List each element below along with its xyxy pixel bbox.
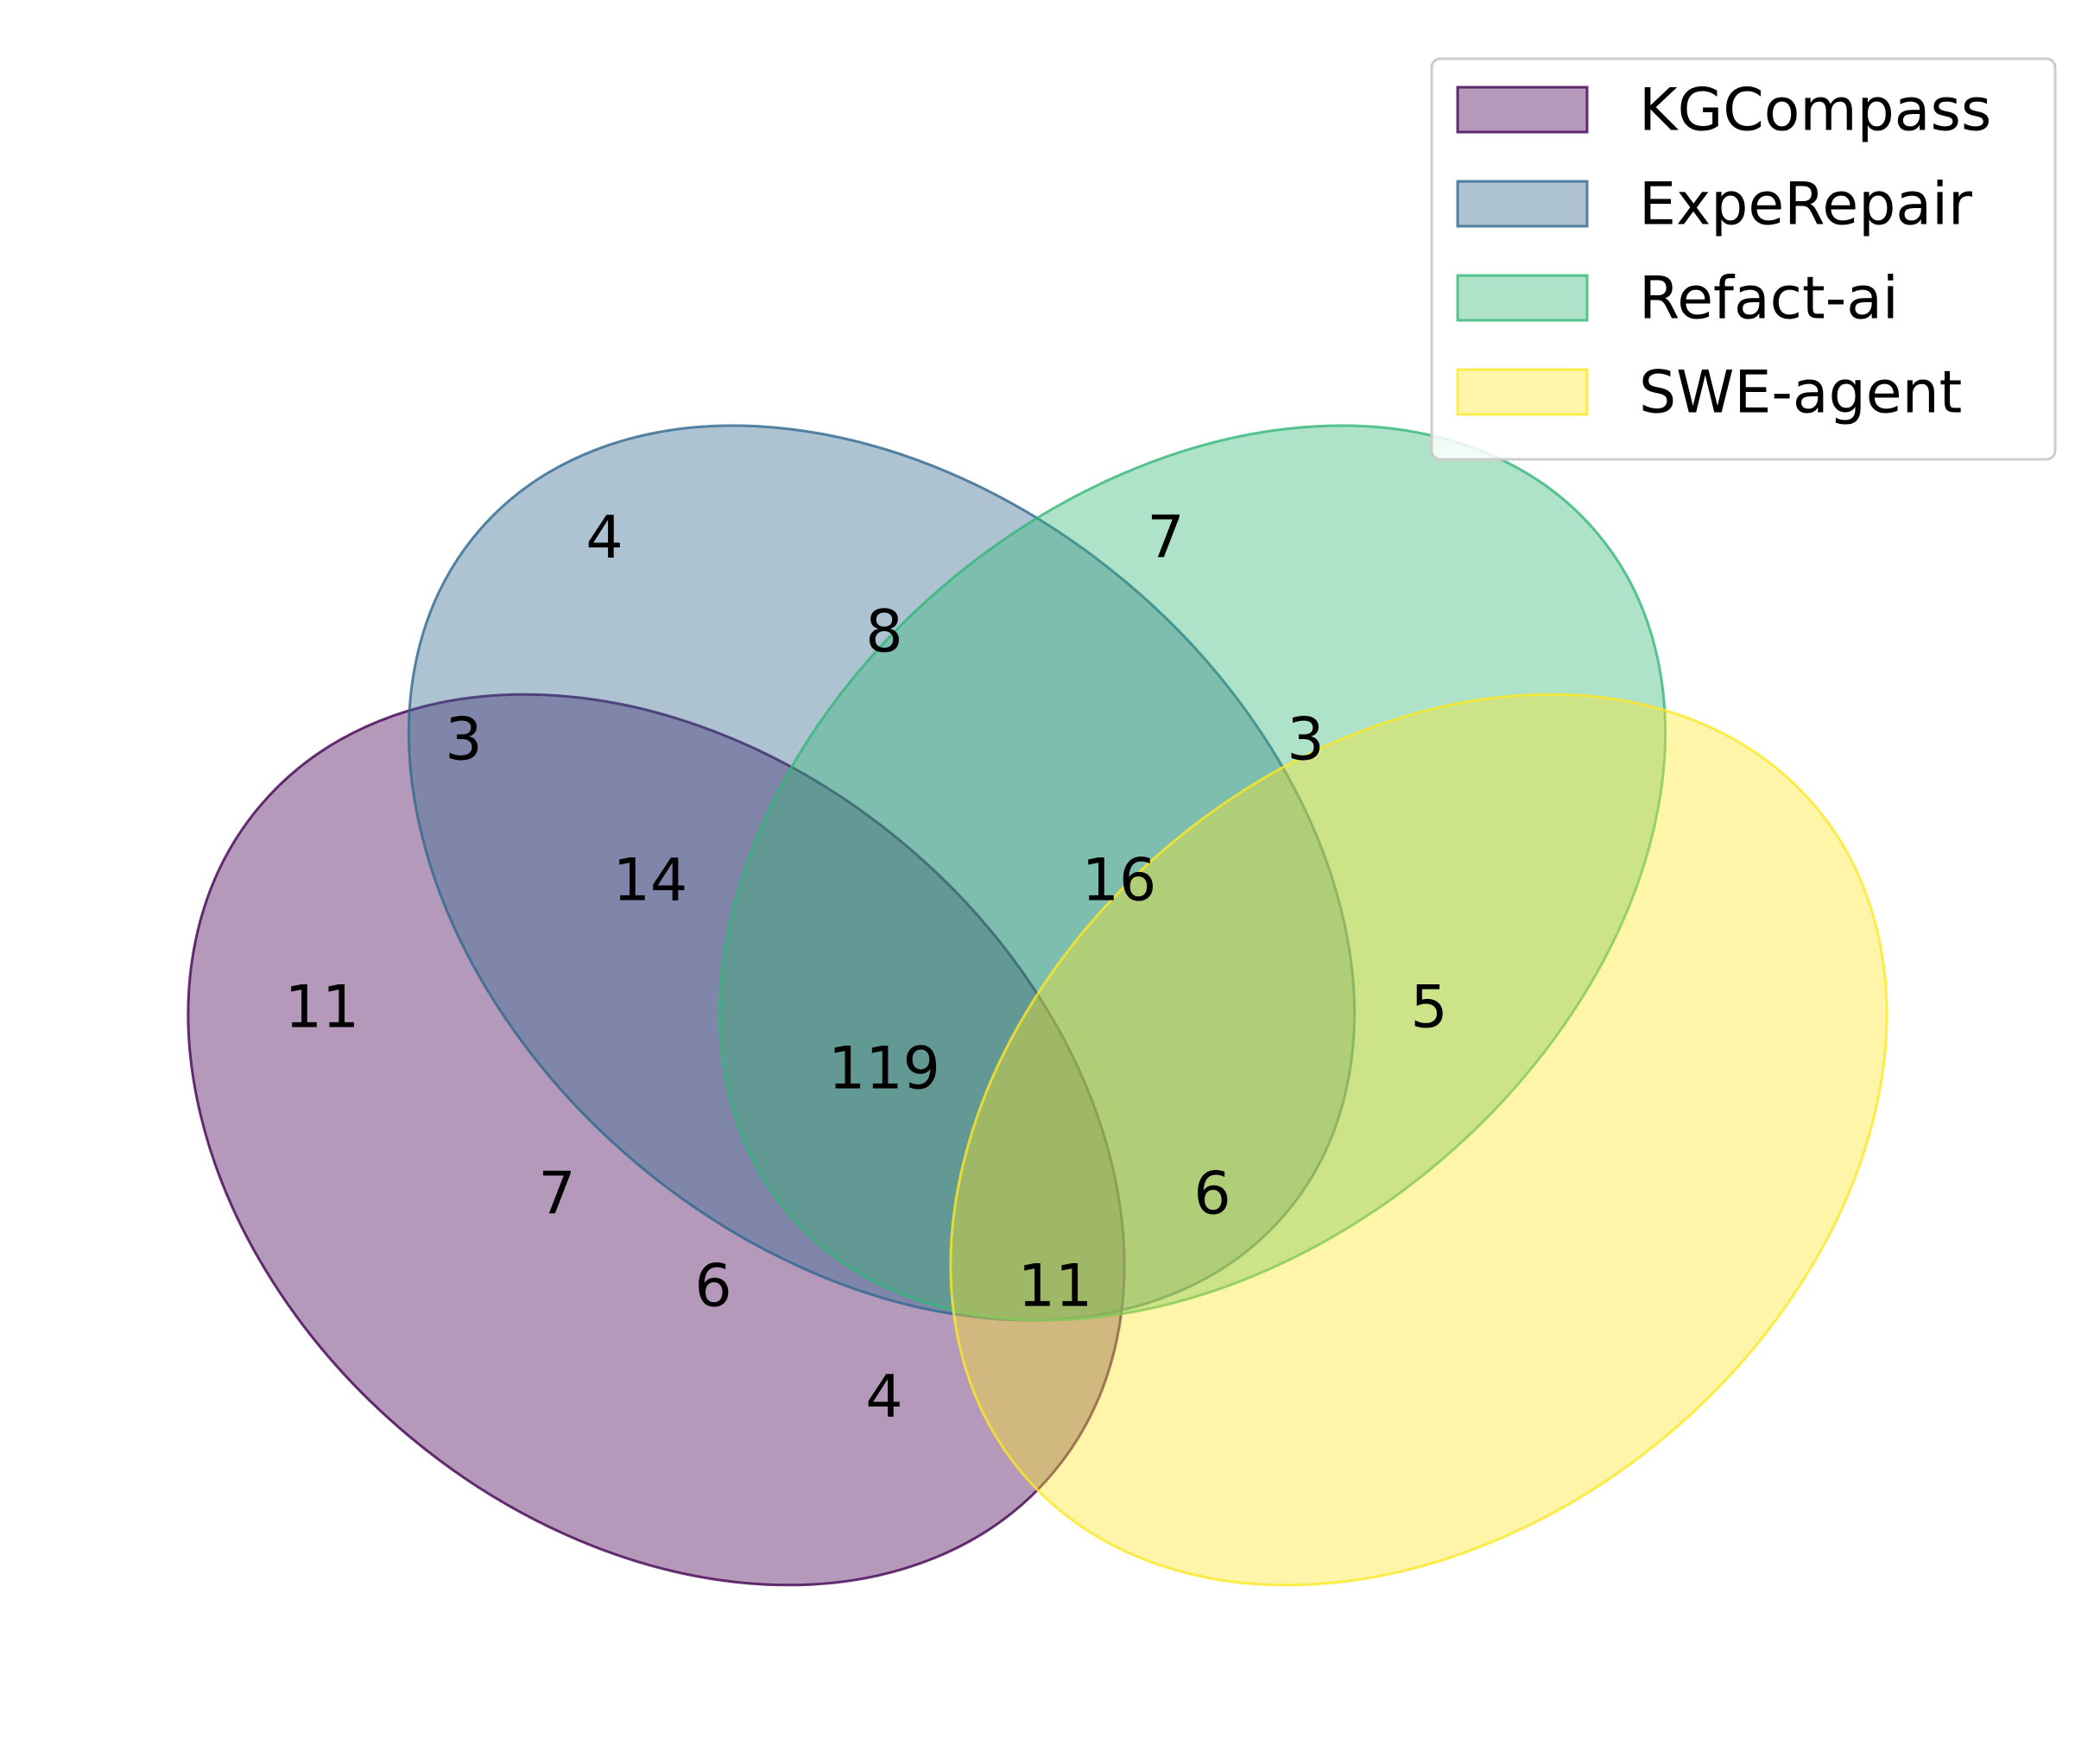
count-swe-agent-only: 5 — [1410, 974, 1447, 1042]
legend-label-experepair: ExpeRepair — [1639, 171, 1972, 239]
count-kgcompass-experepair-refact-ai: 14 — [613, 847, 688, 915]
count-experepair-only: 4 — [585, 504, 623, 572]
count-kgcompass-experepair: 3 — [445, 706, 482, 775]
count-kgcompass-swe-agent: 4 — [865, 1363, 902, 1432]
count-refact-ai-only: 7 — [1147, 504, 1184, 572]
legend-label-swe-agent: SWE-agent — [1639, 359, 1962, 427]
legend-swatch-kgcompass — [1456, 85, 1589, 134]
count-experepair-swe-agent: 6 — [1193, 1160, 1230, 1229]
count-experepair-refact-ai: 8 — [865, 598, 902, 667]
set-ellipses — [187, 424, 1888, 1587]
legend-label-kgcompass: KGCompass — [1639, 77, 1991, 145]
ellipse-refact-ai — [718, 424, 1667, 1322]
count-kgcompass-refact-ai-swe-agent: 6 — [694, 1253, 731, 1321]
ellipse-experepair — [407, 424, 1357, 1322]
count-refact-ai-swe-agent: 3 — [1287, 706, 1324, 775]
count-kgcompass-only: 11 — [285, 974, 360, 1042]
legend: KGCompass ExpeRepair Refact-ai SWE-agent — [1430, 57, 2057, 461]
legend-label-refact-ai: Refact-ai — [1639, 265, 1899, 333]
legend-swatch-refact-ai — [1456, 274, 1589, 322]
ellipse-swe-agent — [949, 692, 1888, 1587]
region-counts: 11 4 7 5 3 8 3 14 16 119 7 6 6 11 4 — [285, 504, 1448, 1432]
count-experepair-refact-ai-swe-agent: 16 — [1082, 847, 1157, 915]
count-all-four: 119 — [828, 1035, 940, 1103]
legend-frame — [1430, 57, 2057, 461]
count-kgcompass-experepair-swe-agent: 11 — [1018, 1253, 1093, 1321]
count-kgcompass-refact-ai: 7 — [538, 1160, 575, 1229]
ellipse-kgcompass — [187, 692, 1126, 1587]
legend-swatch-swe-agent — [1456, 368, 1589, 416]
legend-swatch-experepair — [1456, 180, 1589, 228]
